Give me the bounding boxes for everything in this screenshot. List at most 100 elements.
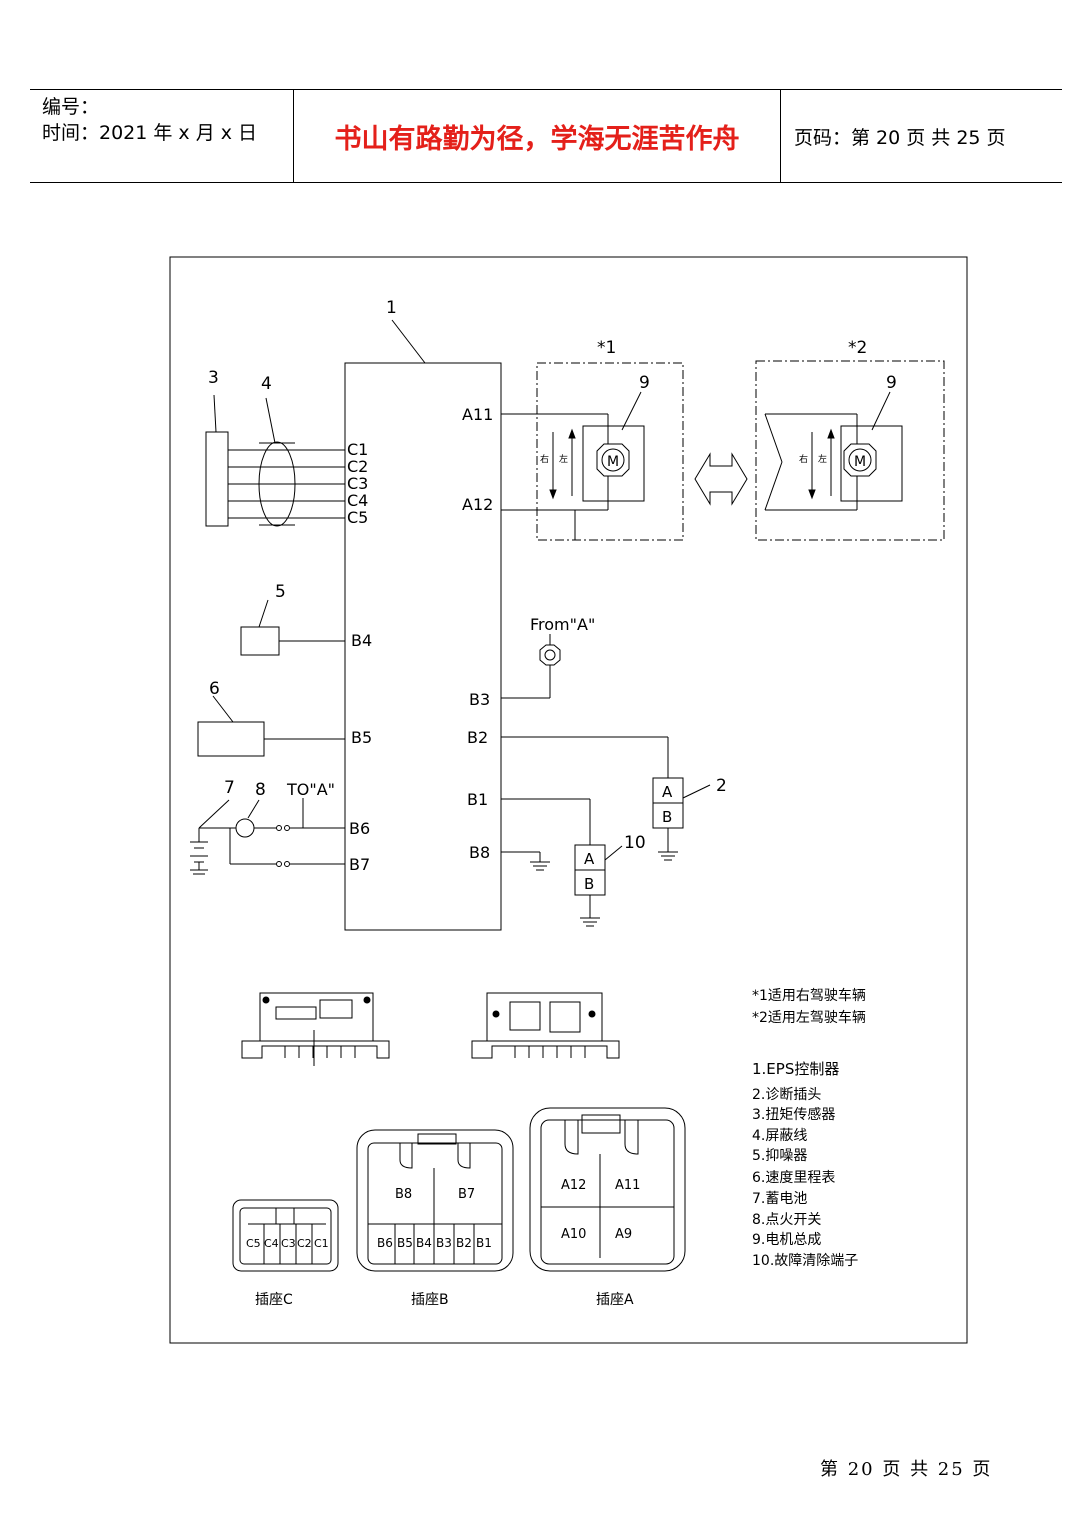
pin-b4: B4 <box>351 631 372 650</box>
callout-6: 6 <box>209 679 220 699</box>
callout-1: 1 <box>386 298 397 318</box>
plug-2-b: B <box>662 808 672 826</box>
header-divider <box>293 90 294 182</box>
direction-label-left-2: 左 <box>818 453 827 465</box>
socket-b-pin-b3: B3 <box>436 1236 452 1250</box>
legend-item-10: 10.故障清除端子 <box>752 1253 858 1269</box>
legend-item-1: 1.EPS控制器 <box>752 1060 839 1078</box>
socket-b-pin-b1: B1 <box>476 1236 492 1250</box>
from-a-label: From"A" <box>530 615 595 634</box>
socket-c-pin-c5: C5 <box>246 1237 261 1250</box>
socket-c-pin-c1: C1 <box>314 1237 329 1250</box>
legend-item-5: 5.抑噪器 <box>752 1148 807 1164</box>
callout-7: 7 <box>224 778 235 798</box>
pin-b8: B8 <box>469 843 490 862</box>
controller-front-drawing <box>241 992 390 1066</box>
socket-c-label: 插座C <box>255 1292 293 1308</box>
callout-3: 3 <box>208 368 219 388</box>
legend-item-4: 4.屏蔽线 <box>752 1128 807 1144</box>
socket-b-pin-b5: B5 <box>397 1236 413 1250</box>
callout-9: 9 <box>639 373 650 393</box>
rhd-motor-variant-box <box>536 362 684 541</box>
page-footer: 第 20 页 共 25 页 <box>820 1459 993 1480</box>
header-divider <box>780 90 781 182</box>
pin-b2: B2 <box>467 728 488 747</box>
motor-assembly-lhd <box>840 425 903 502</box>
pin-b1: B1 <box>467 790 488 809</box>
socket-b: B8 B7 B6 B5 B4 B3 B2 B1 <box>356 1129 514 1272</box>
socket-a: A12 A11 A10 A9 <box>529 1107 686 1272</box>
socket-b-pin-b8: B8 <box>395 1187 412 1202</box>
direction-label-right: 右 <box>540 453 549 465</box>
legend-item-8: 8.点火开关 <box>752 1212 821 1228</box>
callout-9b: 9 <box>886 373 897 393</box>
legend-item-6: 6.速度里程表 <box>752 1170 835 1186</box>
pin-a12: A12 <box>462 495 493 514</box>
note-lhd: *2适用左驾驶车辆 <box>752 1009 866 1026</box>
legend-item-7: 7.蓄电池 <box>752 1191 807 1207</box>
pin-c4: C4 <box>347 491 368 510</box>
note-rhd: *1适用右驾驶车辆 <box>752 987 866 1004</box>
pin-b6: B6 <box>349 819 370 838</box>
socket-c-pin-c3: C3 <box>281 1237 296 1250</box>
legend-item-3: 3.扭矩传感器 <box>752 1106 835 1123</box>
time-label: 时间：2021 年 x 月 x 日 <box>42 122 258 144</box>
eps-controller-box <box>344 362 502 931</box>
pin-c2: C2 <box>347 457 368 476</box>
socket-c-pin-c2: C2 <box>297 1237 312 1250</box>
socket-a-pin-a10: A10 <box>561 1227 586 1242</box>
pin-c5: C5 <box>347 508 368 527</box>
socket-a-pin-a11: A11 <box>615 1178 640 1193</box>
header-meta: 编号： 时间：2021 年 x 月 x 日 <box>42 94 257 146</box>
plug-2-a: A <box>662 783 673 801</box>
socket-a-pin-a9: A9 <box>615 1227 632 1242</box>
legend-item-9: 9.电机总成 <box>752 1232 821 1248</box>
pin-a11: A11 <box>462 405 493 424</box>
socket-b-pin-b4: B4 <box>416 1236 432 1250</box>
plug-10-b: B <box>584 875 594 893</box>
variant-label-1: *1 <box>597 338 616 358</box>
pin-c1: C1 <box>347 440 368 459</box>
socket-c: C5 C4 C3 C2 C1 <box>232 1199 339 1272</box>
pin-c3: C3 <box>347 474 368 493</box>
pin-b3: B3 <box>469 690 490 709</box>
socket-a-pin-a12: A12 <box>561 1178 586 1193</box>
controller-rear-drawing <box>471 992 620 1059</box>
callout-5: 5 <box>275 582 286 602</box>
direction-label-left: 左 <box>559 453 568 465</box>
socket-b-label: 插座B <box>411 1292 449 1308</box>
pin-b5: B5 <box>351 728 372 747</box>
socket-a-label: 插座A <box>596 1292 634 1308</box>
to-a-label: TO"A" <box>286 780 335 799</box>
socket-b-pin-b2: B2 <box>456 1236 472 1250</box>
callout-10: 10 <box>624 833 646 853</box>
torque-sensor-symbol <box>205 431 229 527</box>
ignition-switch-symbol <box>235 818 255 838</box>
header-motto: 书山有路勤为径，学海无涯苦作舟 <box>334 123 740 155</box>
legend-item-2: 2.诊断插头 <box>752 1087 821 1103</box>
page-header: 编号： 时间：2021 年 x 月 x 日 书山有路勤为径，学海无涯苦作舟 页码… <box>30 89 1062 183</box>
diagram-frame <box>169 256 968 1344</box>
lhd-motor-variant-box <box>755 360 945 541</box>
header-page-label: 页码：第 20 页 共 25 页 <box>794 126 1006 149</box>
warning-lamp-symbol <box>539 644 561 666</box>
socket-b-pin-b6: B6 <box>377 1236 393 1250</box>
pin-b7: B7 <box>349 855 370 874</box>
double-arrow-icon <box>694 452 748 506</box>
speedometer-symbol <box>197 721 265 757</box>
direction-label-right-2: 右 <box>799 453 808 465</box>
callout-2: 2 <box>716 776 727 796</box>
socket-c-pin-c4: C4 <box>264 1237 279 1250</box>
battery-symbol <box>190 828 208 875</box>
number-label: 编号： <box>42 96 100 118</box>
callout-8: 8 <box>255 780 266 800</box>
motor-symbol-1: M <box>607 454 619 470</box>
noise-suppressor-symbol <box>240 626 280 656</box>
plug-10-a: A <box>584 850 595 868</box>
variant-label-2: *2 <box>848 338 867 358</box>
motor-symbol-2: M <box>854 454 866 470</box>
callout-4: 4 <box>261 374 272 394</box>
motor-assembly-rhd <box>582 425 645 502</box>
socket-b-pin-b7: B7 <box>458 1187 475 1202</box>
